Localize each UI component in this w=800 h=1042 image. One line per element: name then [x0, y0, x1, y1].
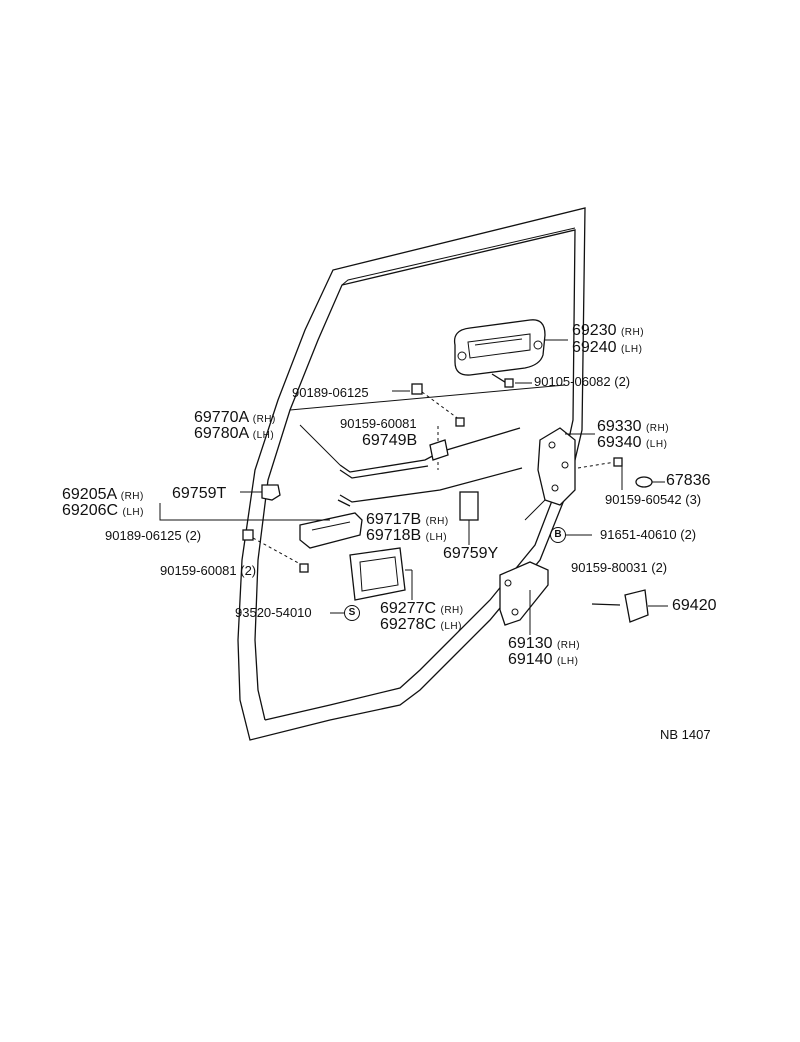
label-91651: 91651-40610 (2) — [600, 527, 697, 542]
label-69130: 69130 (RH) — [508, 635, 581, 652]
label-69277: 69277C (RH) — [380, 600, 464, 617]
ring-67836 — [635, 476, 665, 488]
label-90159-top: 90159-60081 — [340, 416, 417, 431]
label-90159-60542: 90159-60542 (3) — [605, 492, 702, 507]
label-69140: 69140 (LH) — [508, 651, 579, 668]
label-69770: 69770A (RH) — [194, 409, 276, 426]
label-69240: 69240 (LH) — [572, 339, 643, 356]
inside-handle-69205 — [159, 503, 363, 549]
door-lock-assembly — [524, 427, 595, 521]
label-90105: 90105-06082 (2) — [534, 374, 631, 389]
control-rods — [299, 424, 523, 507]
inside-handle-bezel — [349, 547, 413, 601]
striker-69420 — [591, 589, 668, 623]
label-90189-lower: 90189-06125 (2) — [105, 528, 202, 543]
screw-s-marker: S — [344, 605, 360, 621]
screw-90105 — [491, 373, 532, 388]
screws-90159-60542 — [577, 457, 623, 490]
bracket-69759t — [240, 484, 281, 501]
label-69206: 69206C (LH) — [62, 502, 144, 519]
label-69420: 69420 — [672, 597, 717, 614]
outside-handle — [453, 319, 568, 376]
label-69330: 69330 (RH) — [597, 418, 670, 435]
cap-69759y — [459, 491, 479, 545]
clip-90189-lower — [242, 529, 309, 573]
label-69230: 69230 (RH) — [572, 322, 645, 339]
label-69278: 69278C (LH) — [380, 616, 462, 633]
label-69718: 69718B (LH) — [366, 527, 448, 544]
diagram-code: NB 1407 — [660, 727, 711, 742]
label-90159-lower: 90159-60081 (2) — [160, 563, 257, 578]
label-69759t: 69759T — [172, 485, 227, 502]
hinge-69130 — [499, 561, 549, 635]
label-67836: 67836 — [666, 472, 711, 489]
clip-90189-top — [392, 383, 465, 470]
door-outline — [237, 207, 586, 741]
label-69205: 69205A (RH) — [62, 486, 144, 503]
label-69749: 69749B — [362, 432, 418, 449]
label-90159-80031: 90159-80031 (2) — [571, 560, 668, 575]
label-69340: 69340 (LH) — [597, 434, 668, 451]
label-69780: 69780A (LH) — [194, 425, 275, 442]
label-69759y: 69759Y — [443, 545, 499, 562]
label-69717: 69717B (RH) — [366, 511, 449, 528]
label-93520: 93520-54010 — [235, 605, 312, 620]
bolt-b-marker: B — [550, 527, 566, 543]
label-90189-top: 90189-06125 — [292, 385, 369, 400]
